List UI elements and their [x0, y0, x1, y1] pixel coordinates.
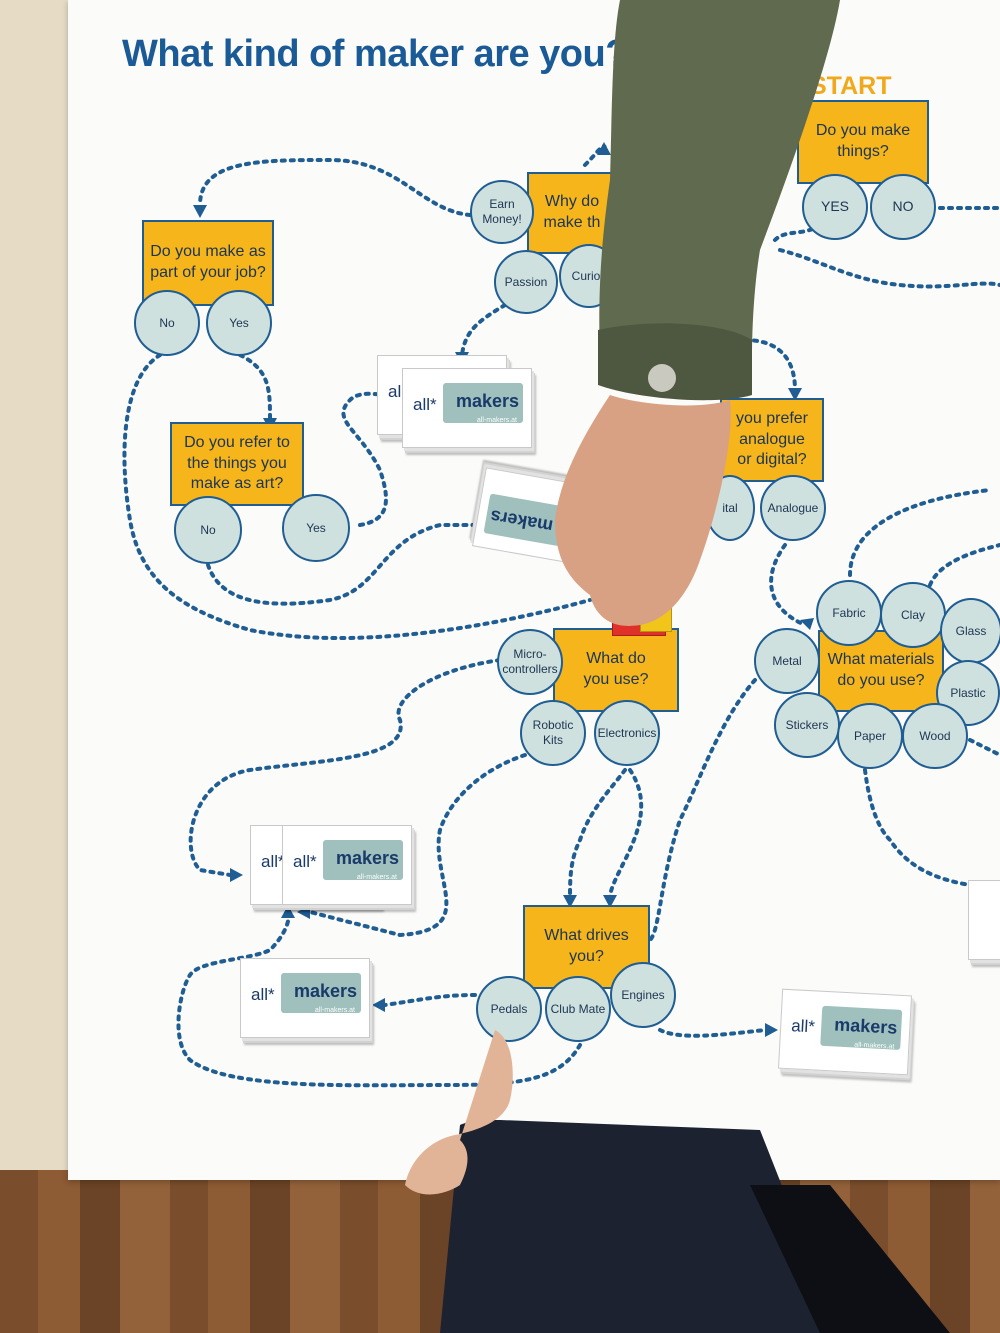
- answer-passion: Passion: [494, 250, 558, 314]
- makers-logo: [281, 973, 361, 1013]
- question-art: Do you refer to the things you make as a…: [170, 422, 304, 506]
- answer-clay: Clay: [880, 582, 946, 648]
- question-analogue-digital: you prefer analogue or digital?: [720, 398, 824, 482]
- answer-electronics: Electronics: [594, 700, 660, 766]
- makers-logo: [323, 840, 403, 880]
- answer-analogue: Analogue: [760, 475, 826, 541]
- poster-title: What kind of maker are you?: [122, 33, 628, 75]
- answer-job-no: No: [134, 290, 200, 356]
- question-drives: What drives you?: [523, 905, 650, 989]
- answer-microcontrollers: Micro- controllers: [497, 629, 563, 695]
- answer-wood: Wood: [902, 703, 968, 769]
- card-stack-edge: [968, 880, 1000, 960]
- answer-fabric: Fabric: [816, 580, 882, 646]
- answer-yes-start: YES: [802, 174, 868, 240]
- answer-art-no: No: [174, 496, 242, 564]
- answer-club-mate: Club Mate: [545, 976, 611, 1042]
- background-wall: [0, 0, 70, 1190]
- answer-paper: Paper: [837, 703, 903, 769]
- answer-job-yes: Yes: [206, 290, 272, 356]
- answer-metal: Metal: [754, 628, 820, 694]
- card-stack: all* makers all-makers.at: [240, 958, 370, 1038]
- answer-art-yes: Yes: [282, 494, 350, 562]
- answer-pedals: Pedals: [476, 976, 542, 1042]
- start-label: START: [810, 72, 892, 100]
- makers-logo: [443, 383, 523, 423]
- answer-stickers: Stickers: [774, 692, 840, 758]
- answer-earn-money: Earn Money!: [470, 180, 534, 244]
- answer-no-start: NO: [870, 174, 936, 240]
- answer-robotic-kits: Robotic Kits: [520, 700, 586, 766]
- question-make-things: Do you make things?: [797, 100, 929, 184]
- card-stack: all* makers all-makers.at: [402, 368, 532, 448]
- card-stack: all* makers all-makers.at: [282, 825, 412, 905]
- answer-engines: Engines: [610, 962, 676, 1028]
